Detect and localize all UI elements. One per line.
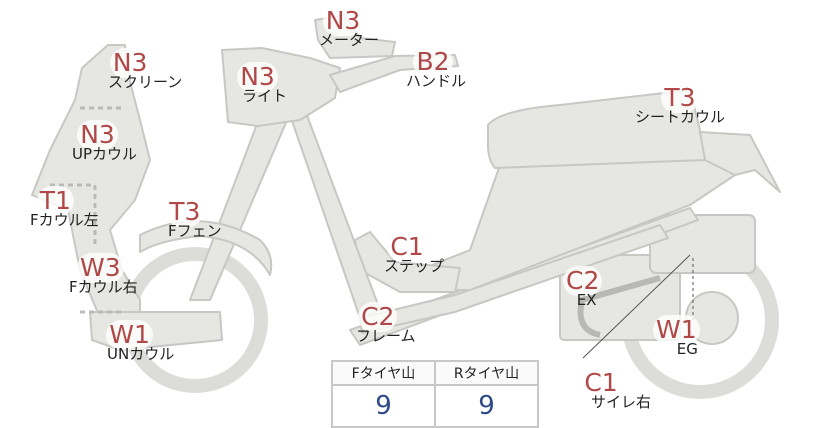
part-name: フレーム [356,327,416,345]
part-f-cowl-right[interactable]: W3 Fカウル右 [63,253,138,296]
damage-code: C1 [581,368,621,398]
part-handle[interactable]: B2 ハンドル [400,47,466,90]
part-name: シートカウル [635,108,726,126]
damage-code: T3 [166,197,204,227]
damage-code: W1 [653,315,700,345]
lower-frame [359,224,669,334]
damage-code: W3 [77,253,124,283]
tire-tread-table: Fタイヤ山 Rタイヤ山 9 9 [331,360,539,428]
part-name: メーター [319,31,380,49]
part-f-fender[interactable]: T3 Fフェン [148,197,222,240]
tire-table-value-row: 9 9 [331,384,539,428]
part-frame[interactable]: C2 フレーム [340,302,416,345]
part-name: Fカウル右 [69,278,138,296]
part-name: Fカウル左 [30,211,99,229]
part-name: EX [576,291,597,309]
damage-code: N3 [322,6,364,36]
part-name: ステップ [384,257,445,275]
silencer-pointer-line [582,254,691,359]
part-light[interactable]: N3 ライト [228,62,287,105]
down-tube [289,109,381,319]
damage-code: C2 [563,266,603,296]
part-name: ライト [242,87,288,105]
part-eg[interactable]: W1 EG [653,315,700,358]
part-name: UNカウル [107,345,175,363]
damage-code: B2 [413,47,453,77]
part-un-cowl[interactable]: W1 UNカウル [85,320,174,363]
part-ex[interactable]: C2 EX [563,266,603,309]
damage-code: N3 [77,120,118,150]
damage-code: N3 [109,48,151,78]
front-fender [139,220,273,276]
damage-code: C1 [387,232,427,262]
exhaust-pipe [577,275,661,338]
cowl-divider-middle [50,183,97,245]
part-side-right[interactable]: C1 サイレ右 [551,368,651,411]
tire-table-header-row: Fタイヤ山 Rタイヤ山 [331,360,539,386]
part-up-cowl[interactable]: N3 UPカウル [58,120,137,163]
rear-tire-value: 9 [434,384,539,428]
damage-code: T3 [661,83,699,113]
part-name: UPカウル [72,145,138,163]
part-seat-cowl[interactable]: T3 シートカウル [635,83,725,126]
part-name: サイレ右 [591,393,652,411]
seat [487,89,706,169]
part-f-cowl-left[interactable]: T1 Fカウル左 [12,186,99,229]
part-name: Fフェン [168,222,222,240]
part-name: スクリーン [108,73,183,91]
part-step[interactable]: C1 ステップ [370,232,444,275]
damage-code: C2 [358,302,398,332]
damage-code: N3 [237,62,278,92]
part-name: EG [676,340,698,358]
front-tire-value: 9 [331,384,436,428]
part-meter[interactable]: N3 メーター [307,6,379,49]
part-name: ハンドル [406,72,467,90]
tail-cowl [699,131,781,193]
part-screen[interactable]: N3 スクリーン [78,48,182,91]
rear-tire-header: Rタイヤ山 [434,360,539,386]
front-tire-header: Fタイヤ山 [331,360,436,386]
damage-code: W1 [106,320,153,350]
front-cowl [31,44,151,319]
damage-code: T1 [36,186,74,216]
